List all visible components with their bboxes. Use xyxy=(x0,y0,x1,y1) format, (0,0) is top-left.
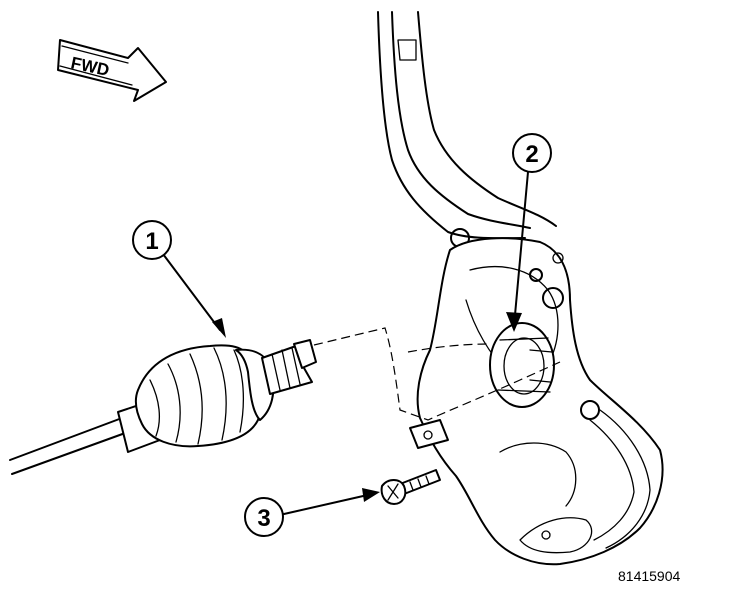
callout-number: 2 xyxy=(525,141,538,168)
callout-number: 1 xyxy=(145,228,158,255)
callout-1: 1 xyxy=(132,220,226,338)
callout-number: 3 xyxy=(257,505,270,532)
retaining-bolt xyxy=(380,469,441,505)
figure-code: 81415904 xyxy=(618,568,681,584)
steering-knuckle xyxy=(377,11,664,566)
alignment-line xyxy=(313,327,561,421)
drive-shaft xyxy=(9,339,317,475)
callout-3: 3 xyxy=(244,488,380,537)
callout-2: 2 xyxy=(506,133,552,332)
fwd-arrow: FWD xyxy=(57,39,167,102)
